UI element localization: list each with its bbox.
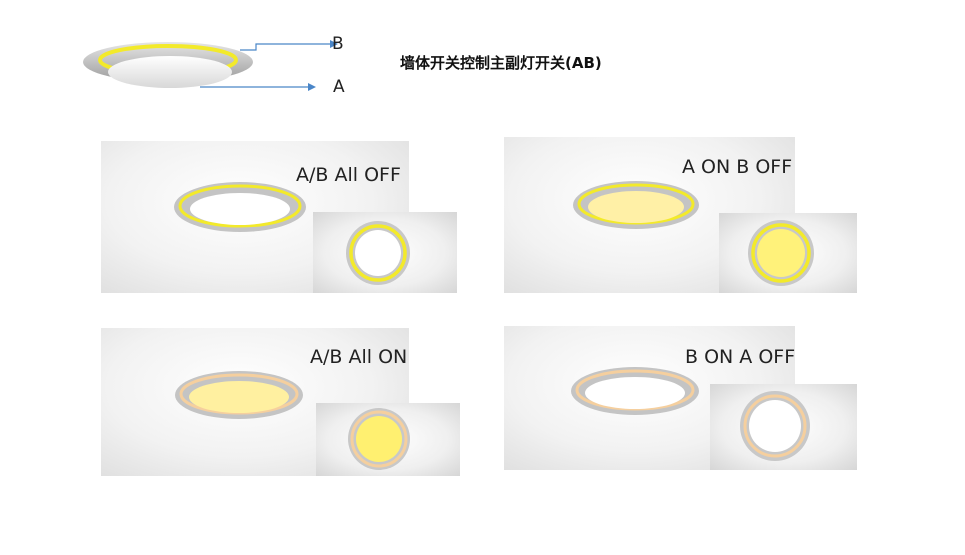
panel-label-a-on: A ON B OFF bbox=[682, 156, 793, 178]
lamp-side-b-on bbox=[571, 367, 699, 415]
lamp-side-all-on bbox=[175, 371, 303, 419]
lamp-front-b-on bbox=[740, 391, 810, 461]
page-title: 墙体开关控制主副灯开关(AB) bbox=[400, 54, 602, 72]
panel-label-all-off: A/B All OFF bbox=[296, 164, 401, 186]
arrow-b-head bbox=[330, 40, 338, 48]
lamp-front-all-off bbox=[346, 221, 410, 285]
lamp-side-a-on bbox=[573, 181, 699, 229]
arrow-a-head bbox=[308, 83, 316, 91]
lamp-dome-a bbox=[108, 56, 232, 88]
lamp-diagram bbox=[83, 40, 338, 91]
panel-label-all-on: A/B All ON bbox=[310, 346, 408, 368]
lamp-side-all-off bbox=[174, 182, 306, 232]
label-a: A bbox=[333, 77, 345, 97]
lamp-front-all-on bbox=[348, 408, 410, 470]
lamp-front-a-on bbox=[748, 220, 814, 286]
arrow-b-line bbox=[240, 43, 330, 51]
panel-label-b-on: B ON A OFF bbox=[685, 346, 796, 368]
label-b: B bbox=[332, 34, 344, 54]
